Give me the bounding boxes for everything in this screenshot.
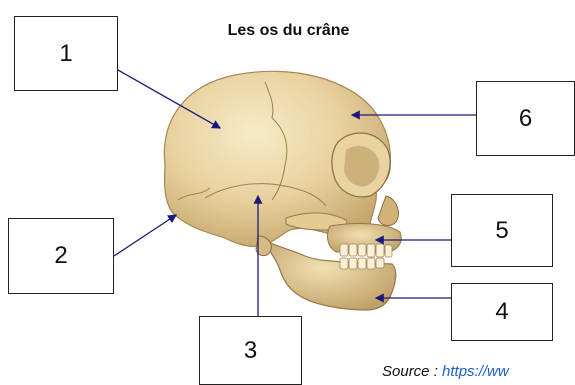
nasal-cavity: [378, 196, 398, 225]
arrow-2: [114, 215, 176, 256]
source-prefix: Source :: [382, 363, 442, 380]
label-box-1: 1: [14, 16, 118, 91]
upper-teeth: [340, 244, 392, 257]
label-box-4: 4: [451, 283, 553, 341]
label-box-6: 6: [476, 81, 575, 156]
lower-teeth: [340, 258, 384, 269]
source-caption: Source : https://ww: [382, 363, 509, 380]
label-box-2: 2: [8, 218, 114, 294]
source-link[interactable]: https://ww: [442, 363, 509, 380]
label-box-5: 5: [451, 194, 553, 267]
label-box-3: 3: [199, 316, 302, 385]
